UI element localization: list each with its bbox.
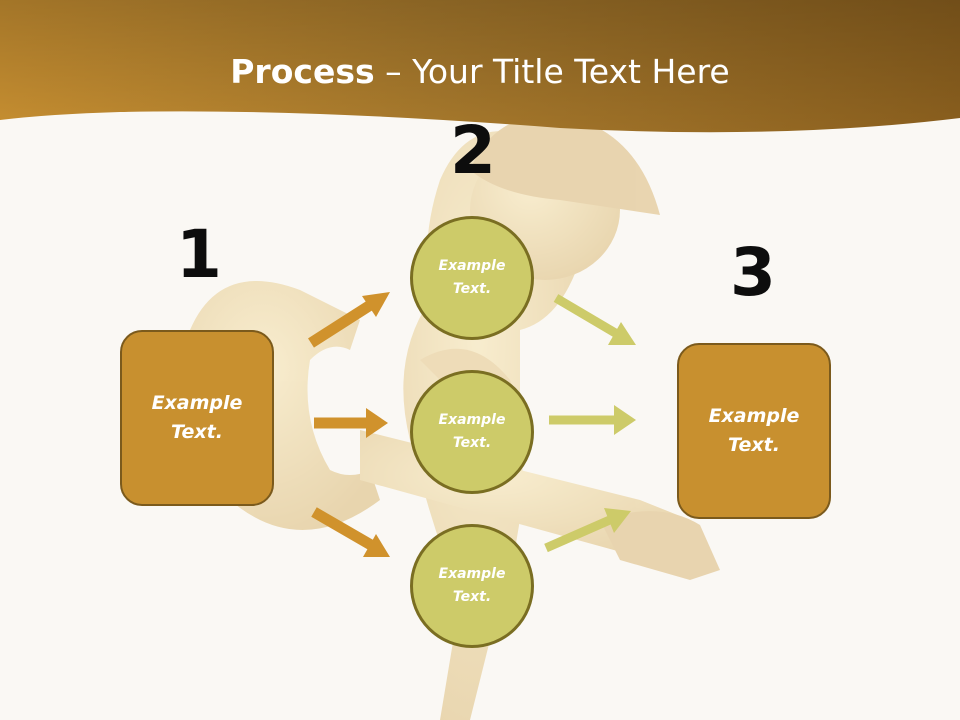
arrow-circle-middle-to-box3	[549, 405, 636, 435]
arrow-circle-bottom-to-box3	[544, 508, 631, 553]
circle-text-line1: Example	[438, 258, 506, 274]
process-circle-top: Example Text.	[410, 216, 534, 340]
arrow-box1-to-circle-bottom	[311, 507, 390, 557]
box-text-line2: Text.	[171, 421, 223, 443]
box-text-line2: Text.	[728, 434, 780, 456]
circle-text-line2: Text.	[452, 435, 492, 451]
step-number-2: 2	[450, 112, 496, 189]
process-circle-bottom: Example Text.	[410, 524, 534, 648]
box-text-line1: Example	[708, 405, 800, 427]
circle-text-line1: Example	[438, 566, 506, 582]
box-text-line1: Example	[151, 392, 243, 414]
title-bold: Process	[230, 52, 375, 91]
circle-text-line2: Text.	[452, 281, 492, 297]
arrow-circle-top-to-box3	[553, 294, 636, 345]
process-box-end: Example Text.	[677, 343, 831, 519]
title-banner	[0, 0, 960, 133]
step-number-1: 1	[176, 216, 222, 293]
process-circle-middle: Example Text.	[410, 370, 534, 494]
step-number-3: 3	[730, 234, 776, 311]
circle-text-line2: Text.	[452, 589, 492, 605]
arrow-box1-to-circle-middle	[314, 408, 388, 438]
circle-text-line1: Example	[438, 412, 506, 428]
arrow-box1-to-circle-top	[308, 292, 390, 348]
page-title: Process – Your Title Text Here	[0, 52, 960, 91]
process-box-start: Example Text.	[120, 330, 274, 506]
title-rest: – Your Title Text Here	[374, 52, 730, 91]
